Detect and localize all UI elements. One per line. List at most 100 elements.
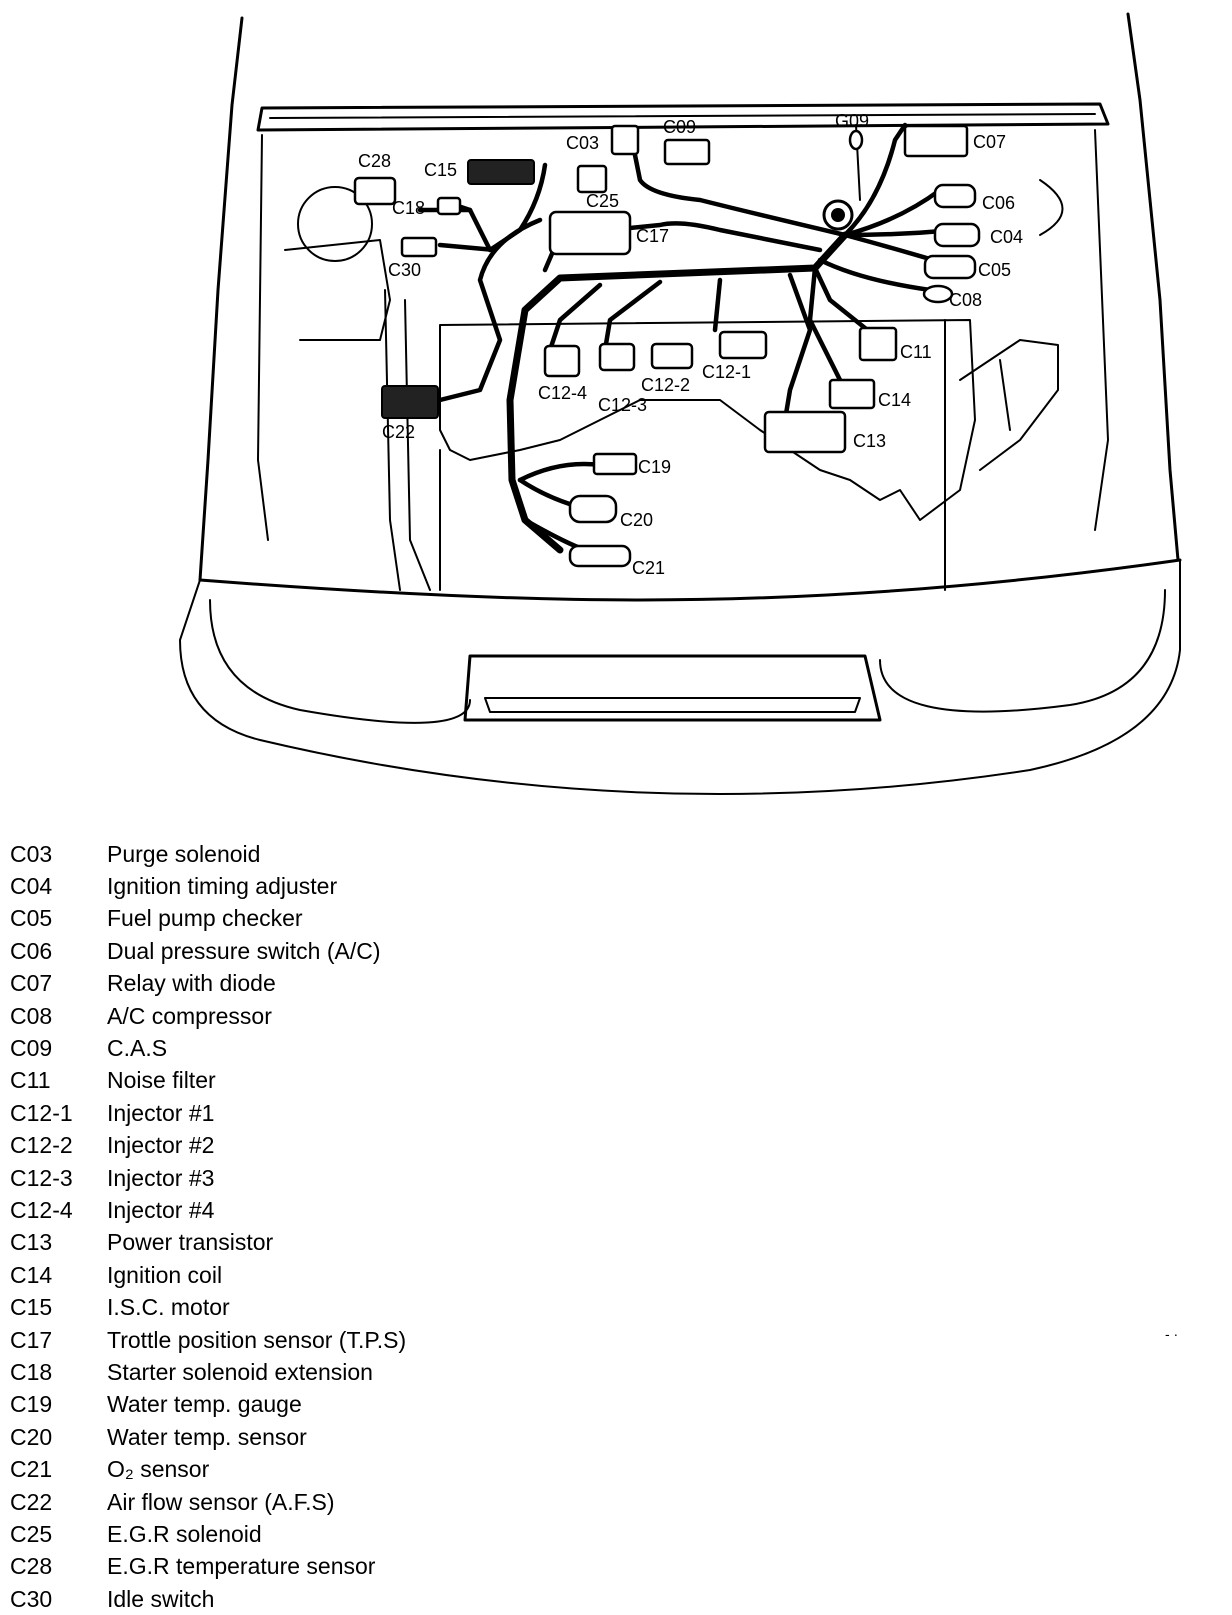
connector-C12-4 (543, 344, 581, 378)
legend-code: C07 (10, 970, 53, 997)
main-harness (506, 231, 849, 554)
callout-C12-3: C12-3 (598, 395, 647, 415)
callout-C04: C04 (990, 227, 1023, 247)
connector-C11 (858, 326, 898, 362)
legend-description: Starter solenoid extension (107, 1358, 373, 1385)
legend-description: Trottle position sensor (T.P.S) (107, 1326, 407, 1353)
callout-C05: C05 (978, 260, 1011, 280)
legend-code: C11 (10, 1067, 51, 1094)
legend-code: C04 (10, 873, 53, 900)
legend-row: C12-2 Injector #2 (10, 1130, 710, 1162)
callout-C18: C18 (392, 198, 425, 218)
connector-C20 (568, 494, 618, 524)
legend-row: C06 Dual pressure switch (A/C) (10, 935, 710, 967)
legend-code: C08 (10, 1002, 53, 1029)
legend-row: C30 Idle switch (10, 1583, 710, 1615)
legend-description: I.S.C. motor (107, 1294, 230, 1321)
connector-C03 (610, 124, 640, 156)
connector-C15 (467, 159, 535, 185)
legend-row: C15 I.S.C. motor (10, 1291, 710, 1323)
front-grille (463, 654, 882, 722)
legend-description: Idle switch (107, 1585, 215, 1612)
legend-code: C12-3 (10, 1164, 73, 1191)
legend-code: C09 (10, 1035, 53, 1062)
legend-description: Injector #2 (107, 1132, 215, 1159)
legend-code: C12-1 (10, 1099, 73, 1126)
legend-row: C20 Water temp. sensor (10, 1421, 710, 1453)
legend-row: C12-4 Injector #4 (10, 1194, 710, 1226)
connector-C09 (663, 138, 711, 166)
connector-C25 (576, 164, 608, 194)
stray-mark: - · (1165, 1326, 1179, 1342)
legend-code: C15 (10, 1294, 53, 1321)
callout-C14: C14 (878, 390, 911, 410)
legend-code: C12-4 (10, 1196, 73, 1223)
connector-C17 (548, 210, 632, 256)
callout-C22: C22 (382, 422, 415, 442)
callout-C30: C30 (388, 260, 421, 280)
legend-code: C25 (10, 1520, 53, 1547)
connector-C07 (903, 124, 969, 158)
ground-G09 (848, 129, 864, 151)
legend-code: C20 (10, 1423, 53, 1450)
legend-description: Injector #4 (107, 1196, 215, 1223)
legend-row: C03 Purge solenoid (10, 838, 710, 870)
legend-description: Water temp. sensor (107, 1423, 307, 1450)
callout-C21: C21 (632, 558, 665, 578)
legend-row: C25 E.G.R solenoid (10, 1518, 710, 1550)
legend-description: O₂ sensor (107, 1456, 210, 1483)
callout-C06: C06 (982, 193, 1015, 213)
callout-C09: C09 (663, 117, 696, 137)
legend-description: Water temp. gauge (107, 1391, 302, 1418)
legend-description: Relay with diode (107, 970, 276, 997)
hood-right-edge (1126, 12, 1180, 562)
legend-code: C17 (10, 1326, 53, 1353)
callout-C08: C08 (949, 290, 982, 310)
callout-C20: C20 (620, 510, 653, 530)
connector-C28 (353, 176, 397, 206)
legend-code: C30 (10, 1585, 53, 1612)
callout-C12-1: C12-1 (702, 362, 751, 382)
legend-description: E.G.R solenoid (107, 1520, 262, 1547)
connector-C04 (933, 222, 981, 248)
legend-description: Ignition timing adjuster (107, 873, 338, 900)
legend-row: C17 Trottle position sensor (T.P.S) (10, 1324, 710, 1356)
connector-C12-2 (650, 342, 694, 370)
legend-description: Ignition coil (107, 1261, 223, 1288)
connector-C13 (763, 410, 847, 454)
front-bumper (198, 558, 1182, 602)
callout-C11: C11 (900, 342, 932, 362)
connector-C06 (933, 183, 977, 209)
connector-C08 (922, 284, 954, 304)
legend-description: Power transistor (107, 1229, 274, 1256)
legend-code: C14 (10, 1261, 53, 1288)
legend-code: C22 (10, 1488, 53, 1515)
legend-code: C03 (10, 840, 53, 867)
callout-C19: C19 (638, 457, 671, 477)
legend-code: C12-2 (10, 1132, 73, 1159)
legend-row: C12-1 Injector #1 (10, 1097, 710, 1129)
legend-description: Dual pressure switch (A/C) (107, 937, 381, 964)
legend-code: C06 (10, 937, 53, 964)
connector-C30 (400, 236, 438, 258)
legend-description: Fuel pump checker (107, 905, 303, 932)
connector-C18 (436, 196, 462, 216)
legend-code: C13 (10, 1229, 53, 1256)
legend-code: C21 (10, 1456, 53, 1483)
hood-left-edge (198, 16, 244, 582)
legend-row: C14 Ignition coil (10, 1259, 710, 1291)
legend-description: Injector #1 (107, 1099, 215, 1126)
legend-description: Purge solenoid (107, 840, 261, 867)
legend-description: E.G.R temperature sensor (107, 1553, 376, 1580)
connector-C12-3 (598, 342, 636, 372)
